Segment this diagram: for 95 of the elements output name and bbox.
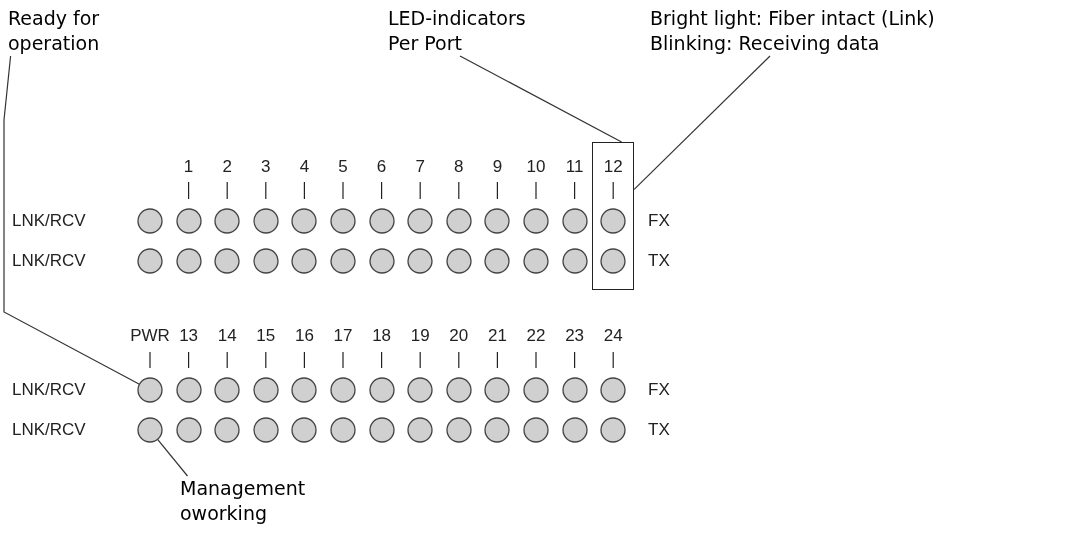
- led-indicator: [561, 248, 588, 274]
- row-label: LNK/RCV: [12, 380, 86, 400]
- port-number: 4: [299, 157, 310, 177]
- led-indicator: [137, 417, 163, 443]
- led-indicator: [484, 417, 511, 443]
- leader-line: [633, 55, 771, 190]
- port-number: 10: [526, 157, 546, 177]
- port-number: 5: [338, 157, 348, 177]
- led-indicator: [523, 208, 549, 234]
- led-indicator: [368, 208, 395, 234]
- port-number: 24: [603, 326, 623, 346]
- port-number: 18: [372, 326, 392, 346]
- led-indicator: [484, 377, 511, 403]
- led-indicator: [291, 377, 318, 403]
- led-indicator: [407, 208, 434, 234]
- callout-text: Ready for operation: [8, 6, 138, 56]
- callout-text: Management oworking: [180, 476, 330, 526]
- led-indicator: [214, 248, 241, 274]
- row-label: LNK/RCV: [12, 211, 86, 231]
- port-number: 2: [222, 157, 232, 177]
- port-number: 23: [565, 326, 585, 346]
- port-number: 3: [261, 157, 271, 177]
- port-number: 14: [217, 326, 237, 346]
- led-indicator: [175, 417, 202, 443]
- leader-line: [3, 55, 140, 385]
- led-indicator: [252, 208, 279, 234]
- led-indicator: [368, 417, 395, 443]
- led-indicator: [175, 248, 202, 274]
- highlight-frame: [592, 142, 635, 290]
- led-indicator: [330, 417, 356, 443]
- callout-text: Blinking: Receiving data: [650, 31, 881, 56]
- led-indicator: [214, 208, 241, 234]
- led-indicator: [330, 208, 356, 234]
- callout-text: Bright light: Fiber intact (Link): [650, 6, 936, 31]
- led-indicator: [368, 248, 395, 274]
- led-indicator: [252, 377, 279, 403]
- row-label: LNK/RCV: [12, 251, 86, 271]
- port-number: 19: [410, 326, 430, 346]
- led-indicator: [407, 377, 434, 403]
- led-indicator: [407, 248, 434, 274]
- led-indicator: [214, 377, 241, 403]
- led-indicator: [445, 208, 472, 234]
- led-indicator: [407, 417, 434, 443]
- port-number: 13: [179, 326, 199, 346]
- led-indicator: [523, 377, 549, 403]
- port-number: 1: [183, 157, 194, 177]
- port-number: 16: [294, 326, 314, 346]
- row-label: TX: [648, 420, 670, 440]
- port-number: 8: [454, 157, 464, 177]
- port-number: 22: [526, 326, 546, 346]
- led-indicator: [137, 208, 163, 234]
- led-indicator: [561, 417, 588, 443]
- led-indicator: [561, 377, 588, 403]
- led-indicator: [137, 377, 163, 403]
- row-label: FX: [648, 211, 670, 231]
- led-indicator: [599, 207, 626, 234]
- led-indicator: [561, 208, 588, 234]
- port-number: 20: [449, 326, 469, 346]
- port-number: 21: [487, 326, 507, 346]
- led-indicator: [523, 417, 549, 443]
- led-indicator: [175, 377, 202, 403]
- led-indicator: [368, 377, 395, 403]
- port-number: 12: [603, 157, 623, 177]
- row-label: TX: [648, 251, 670, 271]
- led-indicator: [445, 417, 472, 443]
- port-number: PWR: [130, 326, 170, 346]
- led-indicator: [330, 377, 356, 403]
- led-indicator: [445, 377, 472, 403]
- leader-line: [157, 438, 189, 477]
- led-indicator: [484, 248, 511, 274]
- row-label: FX: [648, 380, 670, 400]
- leader-line: [459, 55, 623, 143]
- led-indicator: [291, 208, 318, 234]
- led-indicator: [214, 417, 241, 443]
- port-number: 7: [415, 157, 425, 177]
- port-number: 17: [333, 326, 353, 346]
- port-number: 9: [492, 157, 503, 177]
- callout-text: LED-indicators Per Port: [388, 6, 548, 56]
- led-indicator: [291, 248, 318, 274]
- led-indicator: [445, 248, 472, 274]
- port-number: 15: [256, 326, 276, 346]
- led-indicator: [330, 248, 356, 274]
- port-number: 6: [376, 157, 387, 177]
- led-indicator: [599, 247, 626, 274]
- led-indicator: [137, 248, 163, 274]
- led-indicator: [523, 248, 549, 274]
- row-label: LNK/RCV: [12, 420, 86, 440]
- led-indicator: [252, 417, 279, 443]
- led-indicator: [600, 417, 627, 443]
- port-number: 11: [565, 157, 584, 177]
- led-indicator: [175, 208, 202, 234]
- led-indicator: [600, 377, 627, 403]
- led-indicator: [484, 208, 511, 234]
- led-indicator: [291, 417, 318, 443]
- led-indicator: [252, 248, 279, 274]
